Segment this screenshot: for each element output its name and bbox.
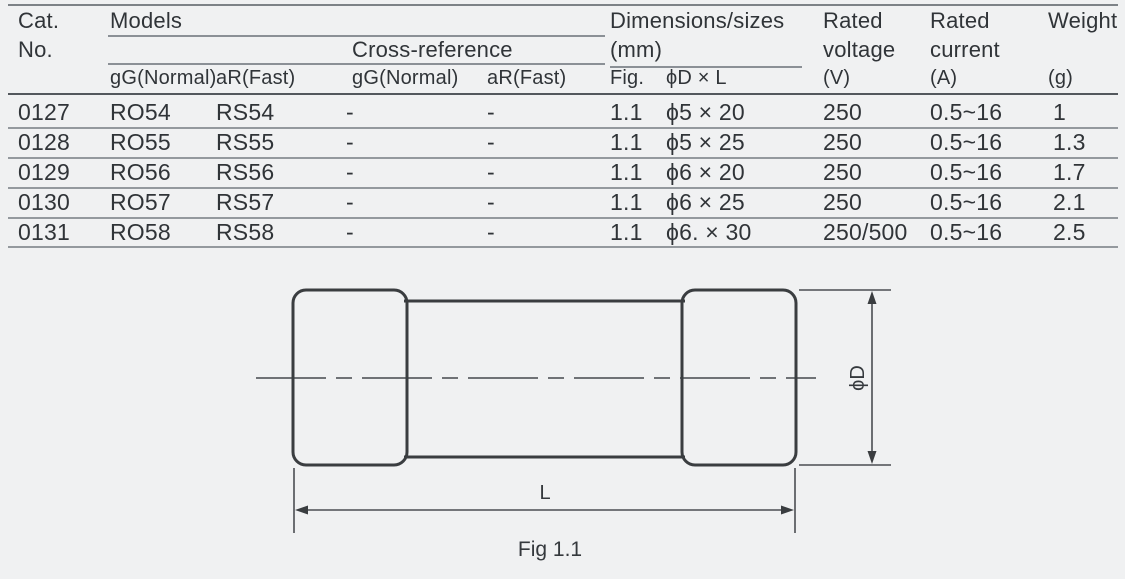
fuse-right-cap [680,288,798,467]
mm-underline [610,66,802,68]
dim-d-arrow-down [867,451,877,464]
cell-voltage: 250/500 [823,219,908,245]
header-gg-models: gG(Normal) [110,67,217,89]
cell-model-gg: RO55 [110,129,171,155]
header-gg-cross: gG(Normal) [352,67,459,89]
cell-current: 0.5~16 [930,99,1003,125]
cell-voltage: 250 [823,189,862,215]
cell-d-x-l: ϕ5 × 25 [666,129,745,155]
cell-model-ar: RS56 [216,159,275,185]
figure-caption: Fig 1.1 [518,538,582,561]
table-header: Cat. Models Dimensions/sizes Rated Rated… [18,6,1122,93]
cell-voltage: 250 [823,129,862,155]
cell-current: 0.5~16 [930,129,1003,155]
header-rated-current: Rated [930,8,990,33]
table-row: 0129 RO56 RS56 - - 1.1 ϕ6 × 20 250 0.5~1… [18,157,1122,187]
crossref-underline [108,63,605,65]
cell-fig: 1.1 [610,189,643,215]
cell-cross-gg: - [346,159,354,185]
cell-fig: 1.1 [610,99,643,125]
row-separator-2 [8,157,1118,159]
cell-voltage: 250 [823,99,862,125]
dim-l-arrow-left [295,505,308,515]
header-weight: Weight [1048,8,1118,33]
cell-d-x-l: ϕ5 × 20 [666,99,745,125]
cell-current: 0.5~16 [930,219,1003,245]
cell-cross-gg: - [346,189,354,215]
cell-d-x-l: ϕ6 × 25 [666,189,745,215]
header-voltage: voltage [823,37,896,62]
cell-cross-gg: - [346,99,354,125]
cell-model-ar: RS55 [216,129,275,155]
header-bottom-rule [8,93,1118,95]
cell-model-gg: RO54 [110,99,171,125]
row-separator-4 [8,217,1118,219]
table-top-rule [8,4,1118,6]
cell-current: 0.5~16 [930,189,1003,215]
row-separator-3 [8,187,1118,189]
header-current-unit: (A) [930,67,958,89]
dim-label-d: ϕD [847,365,869,391]
table-row: 0128 RO55 RS55 - - 1.1 ϕ5 × 25 250 0.5~1… [18,127,1122,157]
cell-fig: 1.1 [610,219,643,245]
header-voltage-unit: (V) [823,67,851,89]
header-mm: (mm) [610,37,663,62]
header-ar-cross: aR(Fast) [487,67,567,89]
cell-cat-no: 0130 [18,189,70,215]
header-models: Models [110,8,183,33]
cell-model-gg: RO57 [110,189,171,215]
cell-weight: 1.3 [1053,129,1086,155]
table-row: 0130 RO57 RS57 - - 1.1 ϕ6 × 25 250 0.5~1… [18,187,1122,217]
cell-model-ar: RS57 [216,189,275,215]
dim-label-l: L [539,482,550,504]
cell-cross-ar: - [487,99,495,125]
cell-weight: 2.5 [1053,219,1086,245]
cell-model-gg: RO56 [110,159,171,185]
header-cross-reference: Cross-reference [352,37,513,62]
header-current: current [930,37,1000,62]
cell-weight: 1.7 [1053,159,1086,185]
cell-cat-no: 0131 [18,219,70,245]
cell-cross-ar: - [487,219,495,245]
cell-current: 0.5~16 [930,159,1003,185]
cell-cat-no: 0128 [18,129,70,155]
cell-model-ar: RS54 [216,99,275,125]
cell-cross-ar: - [487,129,495,155]
cell-voltage: 250 [823,159,862,185]
header-rated-voltage: Rated [823,8,883,33]
row-separator-1 [8,127,1118,129]
table-bottom-rule [8,246,1118,248]
table-body: 0127 RO54 RS54 - - 1.1 ϕ5 × 20 250 0.5~1… [18,97,1122,247]
cell-cat-no: 0127 [18,99,70,125]
header-dimensions: Dimensions/sizes [610,8,785,33]
header-cat: Cat. [18,8,60,33]
cell-cross-ar: - [487,189,495,215]
cell-cross-gg: - [346,219,354,245]
header-weight-unit: (g) [1048,67,1074,89]
cell-cross-ar: - [487,159,495,185]
table-row: 0131 RO58 RS58 - - 1.1 ϕ6. × 30 250/500 … [18,217,1122,247]
cell-fig: 1.1 [610,129,643,155]
header-fig: Fig. [610,67,645,89]
dim-l-arrow-right [781,505,794,515]
models-underline [108,35,605,37]
cell-cross-gg: - [346,129,354,155]
cell-model-gg: RO58 [110,219,171,245]
cell-weight: 1 [1053,99,1066,125]
cell-d-x-l: ϕ6. × 30 [666,219,752,245]
cell-weight: 2.1 [1053,189,1086,215]
cell-d-x-l: ϕ6 × 20 [666,159,745,185]
table-row: 0127 RO54 RS54 - - 1.1 ϕ5 × 20 250 0.5~1… [18,97,1122,127]
header-no: No. [18,37,53,62]
header-d-x-l: ϕD × L [666,67,727,89]
fuse-left-cap [291,288,409,467]
cell-cat-no: 0129 [18,159,70,185]
header-ar-models: aR(Fast) [216,67,296,89]
dim-d-arrow-up [867,291,877,304]
cell-fig: 1.1 [610,159,643,185]
cell-model-ar: RS58 [216,219,275,245]
